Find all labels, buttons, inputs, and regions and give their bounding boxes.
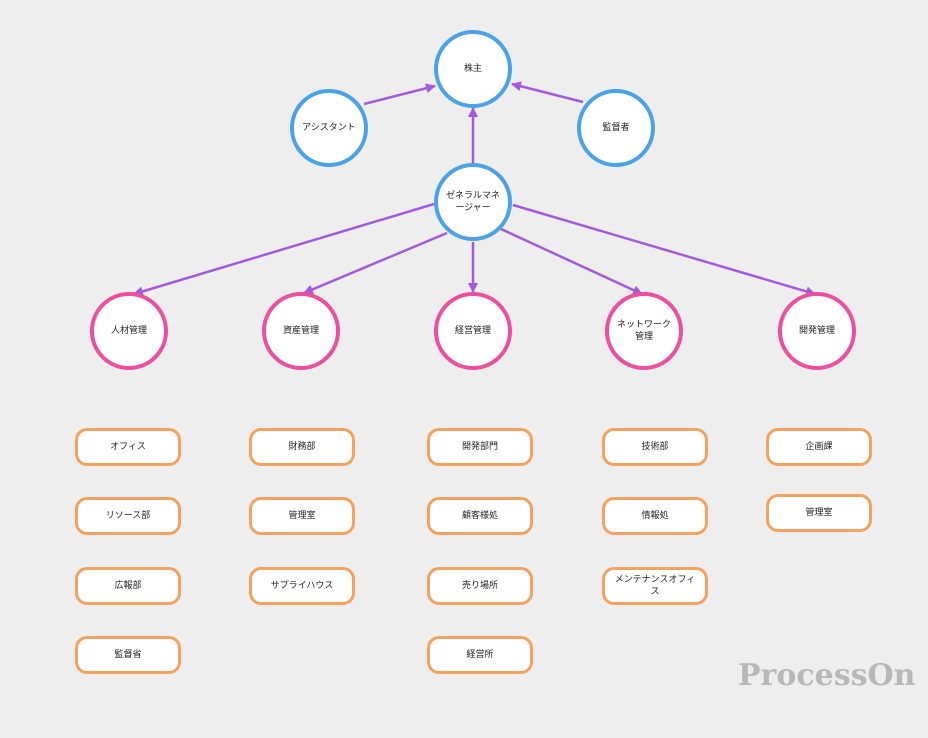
node-dept-development[interactable]: 開発管理 — [778, 292, 856, 370]
box-management-item-2[interactable]: 顧客様処 — [427, 497, 533, 535]
arrow-manager-to-hr — [133, 202, 435, 297]
box-hr-item-2[interactable]: リソース部 — [75, 497, 181, 535]
box-management-item-1[interactable]: 開発部門 — [427, 428, 533, 466]
node-dept-hr[interactable]: 人材管理 — [90, 292, 168, 370]
processon-watermark: ProcessOn — [738, 658, 916, 693]
arrow-auditor-to-shareholders — [511, 81, 584, 104]
box-network-item-3[interactable]: メンテナンスオフィス — [602, 567, 708, 605]
node-dept-assets[interactable]: 資産管理 — [262, 292, 340, 370]
arrow-manager-to-development — [512, 203, 816, 297]
box-hr-item-3[interactable]: 広報部 — [75, 567, 181, 605]
node-dept-management[interactable]: 経営管理 — [434, 292, 512, 370]
arrow-manager-to-assets — [303, 231, 448, 295]
box-assets-item-2[interactable]: 管理室 — [249, 497, 355, 535]
box-development-item-1[interactable]: 企画課 — [766, 428, 872, 466]
box-management-item-3[interactable]: 売り場所 — [427, 567, 533, 605]
node-general-manager[interactable]: ゼネラルマネージャー — [434, 163, 512, 241]
box-management-item-4[interactable]: 経営所 — [427, 636, 533, 674]
connector-group — [133, 81, 816, 297]
box-development-item-2[interactable]: 管理室 — [766, 494, 872, 532]
box-assets-item-3[interactable]: サプライハウス — [249, 567, 355, 605]
node-assistant[interactable]: アシスタント — [290, 89, 368, 167]
arrow-assistant-to-shareholders — [363, 83, 436, 106]
node-auditor[interactable]: 監督者 — [577, 89, 655, 167]
box-hr-item-1[interactable]: オフィス — [75, 428, 181, 466]
box-network-item-1[interactable]: 技術部 — [602, 428, 708, 466]
box-hr-item-4[interactable]: 監督省 — [75, 636, 181, 674]
box-assets-item-1[interactable]: 財務部 — [249, 428, 355, 466]
node-shareholders[interactable]: 株主 — [434, 30, 512, 108]
box-network-item-2[interactable]: 情報処 — [602, 497, 708, 535]
arrow-manager-to-network — [500, 227, 643, 296]
node-dept-network[interactable]: ネットワーク管理 — [605, 292, 683, 370]
